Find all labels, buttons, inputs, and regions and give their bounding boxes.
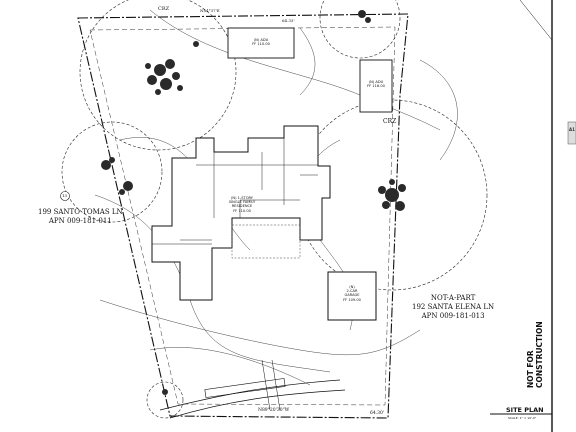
- adu-2-name: (N) ADU: [368, 80, 384, 84]
- driveway: [159, 359, 346, 419]
- north-arrow-line: [519, 0, 553, 41]
- adu-2-footprint: [359, 59, 393, 113]
- property-boundary: [77, 13, 409, 419]
- adu-2-label: (N) ADU FF 116.00: [362, 80, 390, 88]
- residence-interior-walls: [152, 138, 318, 245]
- tree-top: [358, 10, 371, 23]
- garage-label: (N) 2-CAR GARAGE FF 109.00: [334, 285, 370, 302]
- tree-cluster-nw: [145, 59, 183, 95]
- sheet-tab-box: [567, 121, 576, 145]
- west-parcel-label: 199 SANTO TOMAS LN APN 009-181-011: [38, 208, 123, 226]
- sheet-tab-label: A1: [569, 127, 575, 132]
- garage-line-2: 2-CAR: [346, 289, 358, 294]
- site-plan-title: SITE PLAN: [506, 406, 544, 414]
- tree-tag-number: 13: [62, 193, 68, 198]
- garage-line-1: (N): [349, 285, 355, 289]
- residence-line-2: SINGLE FAMILY: [228, 200, 256, 205]
- east-parcel-apn: APN 009-181-013: [421, 312, 485, 320]
- residence-footprint: [151, 125, 331, 301]
- top-distance-label: 64.33': [282, 18, 295, 23]
- crz-label-east: CRZ: [383, 118, 397, 125]
- residence-line-3: RESIDENCE: [231, 204, 253, 209]
- bottom-distance-label: 64.30': [370, 411, 385, 416]
- crz-label-top: CRZ: [158, 6, 170, 12]
- crz-circle-top: [319, 0, 401, 59]
- east-parcel-address: 192 SANTA ELENA LN: [412, 303, 495, 311]
- tree-small: [162, 41, 199, 395]
- tree-west: [101, 157, 133, 195]
- adu-1-label: (N) ADU FF 110.00: [246, 38, 276, 46]
- west-parcel-apn: APN 009-181-011: [48, 217, 112, 225]
- bottom-bearing-label: N89°20'30"W: [258, 408, 290, 413]
- residence-line-4: FF 110.00: [233, 208, 251, 213]
- adu-1-name: (N) ADU: [253, 38, 269, 42]
- residence-line-1: (N) 1-STORY: [231, 196, 253, 200]
- tree-east: [378, 179, 406, 211]
- garage-line-3: GARAGE: [344, 293, 360, 298]
- crz-circle-nw: [79, 0, 237, 151]
- adu-1-footprint: [227, 27, 295, 59]
- patio-area: [231, 224, 301, 259]
- east-parcel-label: NOT-A-PART 192 SANTA ELENA LN APN 009-18…: [412, 294, 494, 321]
- garage-line-4: FF 109.00: [343, 297, 361, 302]
- not-for-construction-stamp: NOT FOR CONSTRUCTION: [526, 321, 544, 388]
- crz-circle-sw: [146, 381, 184, 419]
- adu-1-elevation: FF 110.00: [252, 42, 270, 47]
- residence-label: (N) 1-STORY SINGLE FAMILY RESIDENCE FF 1…: [222, 196, 262, 213]
- site-plan-scale: SCALE: 1" = 10'-0": [508, 416, 537, 420]
- crz-circle-west: [61, 121, 163, 223]
- garage-footprint: [327, 271, 377, 321]
- tree-tag-circle: [60, 191, 70, 201]
- east-parcel-note: NOT-A-PART: [430, 294, 476, 302]
- adu-2-elevation: FF 116.00: [367, 84, 385, 89]
- west-parcel-address: 199 SANTO TOMAS LN: [38, 208, 123, 216]
- top-bearing-label: N84°37'E: [200, 8, 220, 13]
